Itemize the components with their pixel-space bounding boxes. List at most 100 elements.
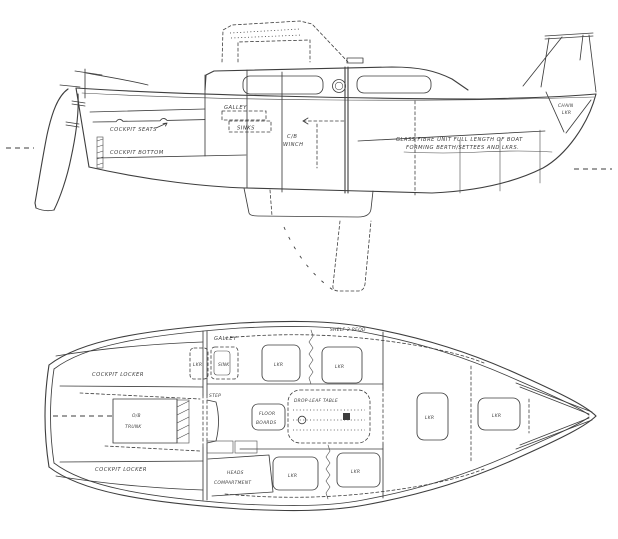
keel-inner-line [269, 189, 273, 217]
plan-sheer-bottom [48, 415, 597, 512]
cockpit-seat-line [92, 118, 206, 123]
glass-fibre-note-1: GLASS FIBRE UNIT FULL LENGTH OF BOAT [396, 137, 523, 143]
sinks-dashed-box [228, 120, 272, 133]
tiller [85, 72, 149, 86]
cockpit-locker-top-label: COCKPIT LOCKER [92, 372, 144, 378]
locker-box-stbd-fwd [336, 452, 381, 488]
cockpit-well-bottom [104, 445, 201, 452]
cabin-window-aft [242, 75, 324, 95]
sink-basin [213, 350, 231, 376]
locker-label-stbd-fwd: LKR [351, 469, 360, 475]
heads-shelf-aft [206, 440, 234, 454]
shelf-label: SHELF 2 REQD [330, 327, 366, 333]
locker-label-port-fwd: LKR [335, 364, 344, 370]
bow-pulpit-rail [544, 32, 594, 40]
shelf-dashed-top [224, 334, 485, 364]
locker-label-stbd-aft: LKR [288, 473, 297, 479]
cockpit-coaming-line [89, 108, 206, 113]
centerboard [332, 220, 372, 292]
heads-label-1: HEADS [227, 470, 244, 476]
cockpit-side-bottom [55, 475, 204, 491]
vberth-edge-top [515, 382, 593, 415]
galley-label-plan: GALLEY [214, 336, 237, 342]
glass-fibre-underline [403, 150, 553, 154]
plan-toerail-bottom [53, 416, 590, 506]
cabin-window-forward [356, 75, 432, 94]
companionway-step [206, 399, 219, 444]
porthole-inner [334, 81, 344, 91]
plan-sheer-top [48, 320, 597, 417]
hatch-dot-row-1 [229, 28, 301, 34]
cabin-profile [204, 66, 469, 91]
drop-leaf-table-outline [287, 389, 371, 444]
interior-plan-view: SHELF 2 REQD O/B TRUNK COCKPIT LOCKER CO… [44, 320, 597, 512]
step-label: STEP [209, 393, 221, 399]
locker-box-port-aft [261, 344, 301, 382]
centerboard-swing-arc [283, 226, 334, 291]
main-bulkhead-opening [202, 394, 208, 448]
glass-fibre-note-2: FORMING BERTH/SETTEES AND LKRS. [406, 145, 519, 151]
porthole-outer [332, 79, 346, 93]
plan-toerail-top [53, 326, 590, 416]
side-elevation-view: GALLEY SINKS C/B WINCH COCKPIT SEATS COC… [6, 20, 612, 292]
ob-trunk-box [112, 398, 178, 444]
rudder-trailing-edge [53, 93, 79, 211]
bow-pulpit-legs [522, 34, 597, 93]
deck-fitting [346, 57, 364, 64]
cockpit-bottom-label: COCKPIT BOTTOM [110, 150, 164, 156]
plan-transom-outer [44, 364, 50, 468]
mast-post [344, 66, 349, 194]
cockpit-seat-bottom [59, 460, 204, 463]
rudder-leading-edge [34, 88, 69, 209]
ob-trunk-label-1: O/B [132, 413, 141, 419]
heads-shelf-fwd [234, 440, 258, 454]
rudder-bottom [35, 207, 55, 212]
rudder-post-hatched [96, 136, 104, 169]
floor-boards-label-1: FLOOR [259, 411, 275, 417]
chain-locker-aft-edge [545, 91, 565, 133]
cockpit-locker-bottom-label: COCKPIT LOCKER [95, 467, 147, 473]
cockpit-seat-top [59, 385, 204, 388]
table-pedestal [297, 415, 307, 425]
cockpit-side-top [55, 341, 204, 357]
galley-dashed-box [221, 110, 267, 121]
berth-top-line [357, 130, 546, 142]
cb-winch-arrowhead [302, 117, 309, 125]
hatch-dot-row-2 [230, 34, 303, 39]
cockpit-sole-line [96, 154, 247, 159]
ob-trunk-label-2: TRUNK [125, 424, 142, 430]
mast-section [343, 413, 350, 420]
ob-trunk-hatch [176, 399, 190, 444]
hatch-dashed-inner [237, 39, 311, 63]
galley-counter-outline [210, 346, 239, 380]
galley-locker-outline [189, 347, 209, 380]
locker-label-fwd-bow: LKR [492, 413, 501, 419]
locker-label-port-aft: LKR [274, 362, 283, 368]
locker-box-stbd-aft [272, 456, 319, 491]
floor-boards-outline [251, 403, 286, 431]
sinks-label: SINKS [237, 126, 255, 132]
cockpit-well-top [79, 392, 201, 400]
locker-box-fwd-bow [477, 397, 521, 431]
zigzag-joint-port [308, 329, 314, 385]
cb-winch-label-2: WINCH [283, 142, 304, 148]
floor-boards-label-2: BOARDS [256, 420, 277, 426]
shelf-dashed-bottom [224, 468, 485, 498]
chain-locker-fwd-edge [565, 99, 592, 134]
sheer-line [75, 87, 597, 100]
plan-transom-inner [50, 368, 55, 464]
locker-label-fwd-center: LKR [425, 415, 434, 421]
hatch-dashed-outline [221, 20, 349, 63]
rudder-gudgeon-upper [71, 100, 86, 107]
hull-bottom [88, 93, 597, 194]
deck-inner-line [81, 92, 595, 101]
cb-winch-label-1: C/B [287, 134, 297, 140]
galley-label-side: GALLEY [224, 105, 247, 111]
chain-lkr-label-1: CHAIN [558, 103, 574, 109]
rudder-gudgeon-lower [65, 121, 80, 128]
cockpit-seats-label: COCKPIT SEATS [110, 127, 157, 133]
keel-stub [243, 187, 374, 218]
heads-label-2: COMPARTMENT [214, 480, 251, 486]
